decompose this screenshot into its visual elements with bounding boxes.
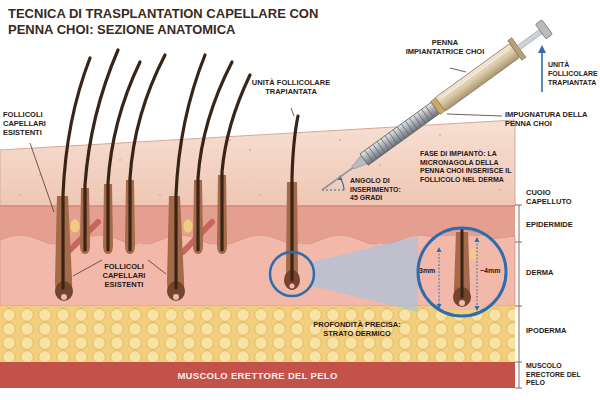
layer-label: CUOIO CAPELLUTO	[526, 188, 598, 206]
phase-note: FASE DI IMPIANTO: LA MICRONAGOLA DELLA P…	[420, 150, 516, 184]
layer-label: IPODERMA	[526, 326, 598, 335]
magnifier-node: 3mm ~4mm	[416, 226, 508, 318]
blue-arrow	[538, 45, 546, 92]
dimension-label: ~4mm	[480, 267, 504, 276]
band-label: MUSCOLO ERETTORE DEL PELO	[0, 362, 515, 388]
existing-follicles	[55, 50, 250, 301]
skin-surface	[0, 120, 515, 206]
follicle-label: FOLLICOLI CAPELLARI ESISTENTI	[92, 262, 156, 289]
choi-pen	[315, 17, 554, 199]
hypodermis-layer	[0, 306, 515, 362]
angle-label: ANGOLO DI INSERIMENTO: 45 GRADI	[350, 177, 408, 203]
muscle-band: MUSCOLO ERETTORE DEL PELO	[0, 362, 515, 388]
graft-label: UNITÀ FOLLICOLARE TRAPIANTATA	[248, 78, 334, 96]
depth-label: PROFONDITÀ PRECISA: STRATO DERMICO	[298, 320, 416, 338]
layer-label: DERMA	[526, 268, 598, 277]
pen-label: PENNA IMPIANTATRICE CHOI	[405, 38, 485, 56]
dimension-label: 3mm	[419, 267, 437, 276]
layer-bracket	[515, 205, 522, 388]
grip-label: IMPUGNATURA DELLA PENNA CHOI	[505, 110, 597, 128]
follicle-label: FOLLICOLI CAPELLARI ESISTENTI	[3, 110, 57, 137]
layer-label: MUSCOLO ERECTORE DEL PELO	[526, 362, 598, 388]
layer-label: EPIDERMIDE	[526, 220, 598, 229]
diagram-title: TECNICA DI TRASPLANTATION CAPELLARE CON …	[8, 6, 338, 38]
graft-label: UNITÀ FOLLICOLARE TRAPIANTATA	[548, 60, 598, 87]
